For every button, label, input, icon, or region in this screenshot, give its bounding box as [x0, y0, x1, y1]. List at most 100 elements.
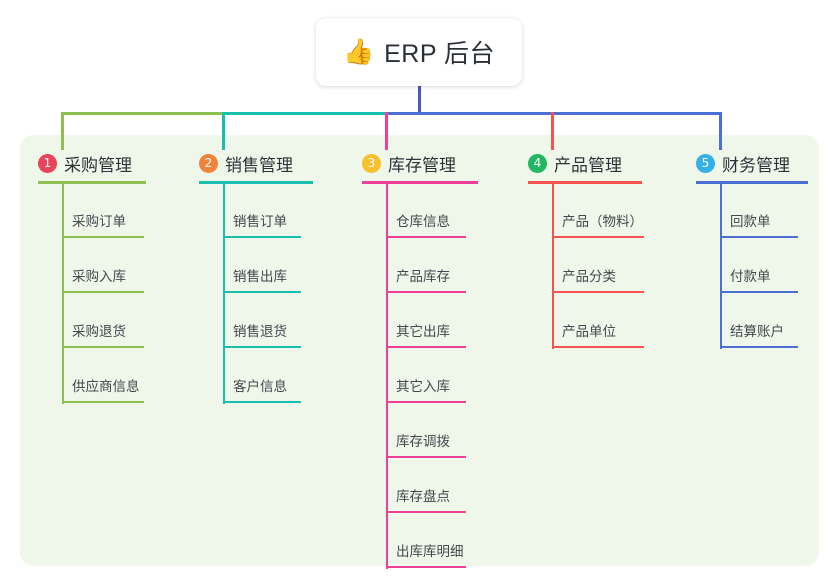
menu-item-rule — [720, 291, 798, 293]
menu-item-label: 付款单 — [730, 269, 771, 284]
menu-item-label: 出库库明细 — [396, 544, 464, 559]
page-title: ERP 后台 — [384, 40, 496, 68]
menu-item-rule — [552, 236, 644, 238]
menu-item-label: 客户信息 — [233, 379, 287, 394]
menu-item-label: 产品单位 — [562, 324, 616, 339]
menu-item-label: 销售退货 — [233, 324, 287, 339]
menu-item[interactable]: 客户信息 — [199, 349, 313, 404]
menu-item[interactable]: 其它出库 — [362, 294, 478, 349]
column-rule-3 — [362, 181, 478, 184]
column-items-1: 采购订单采购入库采购退货供应商信息 — [38, 184, 146, 404]
column-header-1[interactable]: 1 采购管理 — [38, 150, 146, 176]
menu-item[interactable]: 仓库信息 — [362, 184, 478, 239]
menu-item-label: 其它入库 — [396, 379, 450, 394]
column-1: 1 采购管理采购订单采购入库采购退货供应商信息 — [38, 150, 146, 404]
menu-item[interactable]: 库存调拨 — [362, 404, 478, 459]
menu-item-label: 产品（物料） — [562, 214, 643, 229]
menu-item[interactable]: 回款单 — [696, 184, 808, 239]
menu-item-label: 产品分类 — [562, 269, 616, 284]
menu-item[interactable]: 其它入库 — [362, 349, 478, 404]
menu-item[interactable]: 产品分类 — [528, 239, 644, 294]
column-badge-2: 2 — [199, 153, 218, 173]
menu-item-rule — [62, 401, 144, 403]
menu-item-rule — [223, 236, 301, 238]
root-node-card[interactable]: 👍 ERP 后台 — [316, 18, 522, 86]
content-panel — [20, 135, 819, 566]
bus-segment-1 — [61, 112, 224, 115]
bus-segment-2 — [222, 112, 387, 115]
menu-item[interactable]: 销售退货 — [199, 294, 313, 349]
column-badge-5: 5 — [696, 153, 715, 173]
column-badge-1: 1 — [38, 153, 57, 173]
column-stem-1 — [62, 184, 64, 404]
column-rule-5 — [696, 181, 808, 184]
column-title-1: 采购管理 — [64, 155, 132, 175]
root-to-bus-connector — [418, 86, 421, 115]
menu-item-label: 其它出库 — [396, 324, 450, 339]
menu-item-label: 销售订单 — [233, 214, 287, 229]
menu-item-label: 采购退货 — [72, 324, 126, 339]
column-title-3: 库存管理 — [388, 155, 456, 175]
column-stem-2 — [223, 184, 225, 404]
menu-item[interactable]: 出库库明细 — [362, 514, 478, 569]
menu-item-label: 库存盘点 — [396, 489, 450, 504]
menu-item-label: 采购入库 — [72, 269, 126, 284]
menu-item[interactable]: 采购退货 — [38, 294, 146, 349]
column-stem-5 — [720, 184, 722, 349]
menu-item[interactable]: 采购入库 — [38, 239, 146, 294]
menu-item[interactable]: 产品库存 — [362, 239, 478, 294]
column-title-4: 产品管理 — [554, 155, 622, 175]
menu-item-rule — [386, 566, 466, 568]
menu-item[interactable]: 采购订单 — [38, 184, 146, 239]
column-title-2: 销售管理 — [225, 155, 293, 175]
menu-item-rule — [386, 291, 466, 293]
column-2: 2 销售管理销售订单销售出库销售退货客户信息 — [199, 150, 313, 404]
drop-to-column-3 — [385, 112, 388, 150]
menu-item-rule — [386, 346, 466, 348]
menu-item-label: 库存调拨 — [396, 434, 450, 449]
menu-item-rule — [62, 291, 144, 293]
menu-item[interactable]: 库存盘点 — [362, 459, 478, 514]
menu-item[interactable]: 产品单位 — [528, 294, 644, 349]
drop-to-column-2 — [222, 112, 225, 150]
column-items-4: 产品（物料） 产品分类产品单位 — [528, 184, 644, 349]
menu-item-rule — [223, 346, 301, 348]
menu-item[interactable]: 产品（物料） — [528, 184, 644, 239]
menu-item-label: 回款单 — [730, 214, 771, 229]
column-rule-2 — [199, 181, 313, 184]
menu-item[interactable]: 销售订单 — [199, 184, 313, 239]
menu-item-rule — [223, 401, 301, 403]
menu-item-rule — [552, 291, 644, 293]
menu-item-rule — [62, 346, 144, 348]
menu-item-rule — [552, 346, 644, 348]
column-stem-4 — [552, 184, 554, 349]
menu-item-rule — [62, 236, 144, 238]
menu-item-rule — [386, 511, 466, 513]
menu-item-label: 供应商信息 — [72, 379, 140, 394]
thumbs-up-icon: 👍 — [342, 37, 375, 66]
menu-item-rule — [386, 401, 466, 403]
menu-item[interactable]: 付款单 — [696, 239, 808, 294]
menu-item-rule — [720, 236, 798, 238]
column-badge-4: 4 — [528, 153, 547, 173]
menu-item[interactable]: 结算账户 — [696, 294, 808, 349]
column-4: 4 产品管理产品（物料） 产品分类产品单位 — [528, 150, 644, 349]
column-items-3: 仓库信息产品库存其它出库其它入库库存调拨库存盘点出库库明细 — [362, 184, 478, 569]
menu-item-rule — [720, 346, 798, 348]
menu-item-rule — [386, 456, 466, 458]
column-header-4[interactable]: 4 产品管理 — [528, 150, 642, 176]
column-header-2[interactable]: 2 销售管理 — [199, 150, 313, 176]
drop-to-column-4 — [551, 112, 554, 150]
menu-item-label: 产品库存 — [396, 269, 450, 284]
menu-item-label: 销售出库 — [233, 269, 287, 284]
column-items-5: 回款单付款单结算账户 — [696, 184, 808, 349]
column-items-2: 销售订单销售出库销售退货客户信息 — [199, 184, 313, 404]
menu-item[interactable]: 销售出库 — [199, 239, 313, 294]
drop-to-column-1 — [61, 112, 64, 150]
menu-item[interactable]: 供应商信息 — [38, 349, 146, 404]
column-rule-4 — [528, 181, 642, 184]
